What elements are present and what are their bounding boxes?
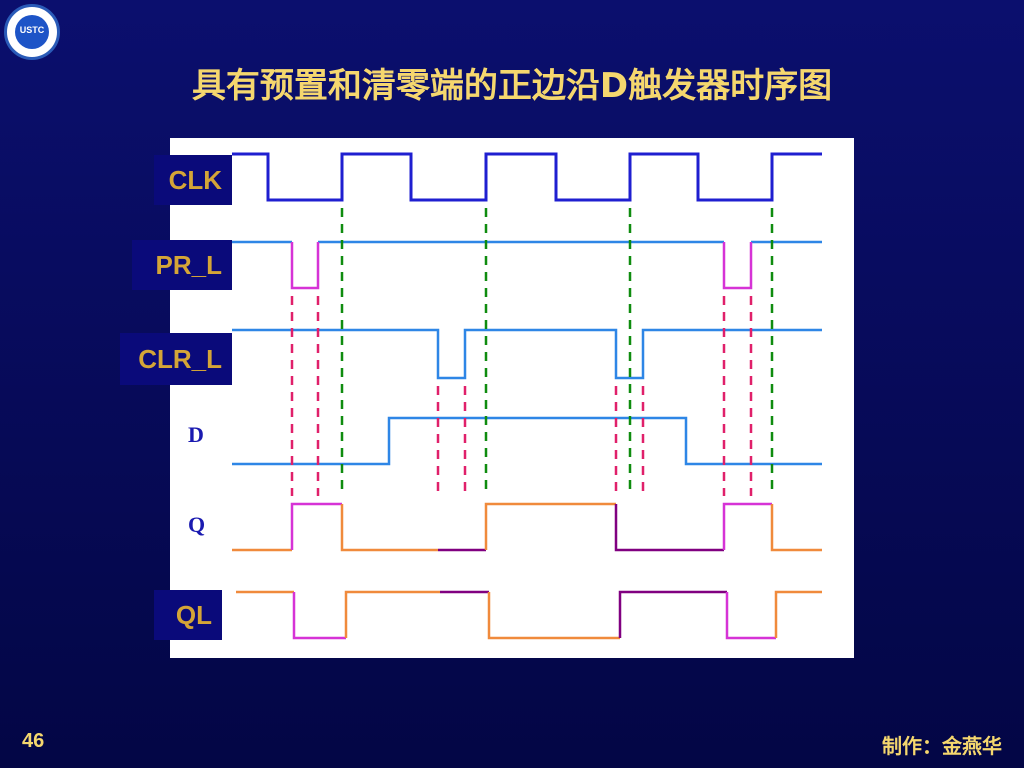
clr-waveform	[232, 328, 822, 380]
d-waveform	[232, 416, 822, 466]
logo-inner	[15, 15, 49, 49]
ql-waveform-5	[618, 590, 727, 638]
q-pulse-1	[290, 502, 342, 550]
guide-lines	[290, 208, 774, 496]
q-waveform-4	[484, 502, 616, 550]
ql-waveform-4	[487, 592, 620, 640]
pr-label: PR_L	[132, 240, 232, 290]
q-label: Q	[188, 512, 206, 537]
ql-waveform-2	[344, 590, 440, 638]
page-number: 46	[22, 730, 45, 752]
q-waveform-5	[614, 504, 724, 552]
ql-label: QL	[154, 590, 222, 640]
timing-diagram-panel	[170, 138, 854, 658]
q-waveform-6	[770, 504, 822, 552]
ustc-logo: USTC	[4, 4, 60, 60]
q-waveform-2	[340, 504, 438, 552]
ql-waveform-6	[774, 590, 822, 638]
clk-waveform	[232, 152, 822, 202]
logo-text: USTC	[19, 25, 45, 35]
ql-pulse-2	[725, 592, 776, 640]
pr-pulse-2	[722, 242, 753, 290]
d-label: D	[188, 422, 204, 447]
q-pulse-2	[722, 502, 772, 550]
author-credit: 制作：金燕华	[882, 734, 1002, 758]
ql-pulse-1	[292, 592, 346, 640]
slide-title: 具有预置和清零端的正边沿D触发器时序图	[191, 66, 833, 106]
clk-label: CLK	[154, 155, 232, 205]
pr-pulse-1	[290, 242, 320, 290]
clr-label: CLR_L	[120, 333, 232, 385]
